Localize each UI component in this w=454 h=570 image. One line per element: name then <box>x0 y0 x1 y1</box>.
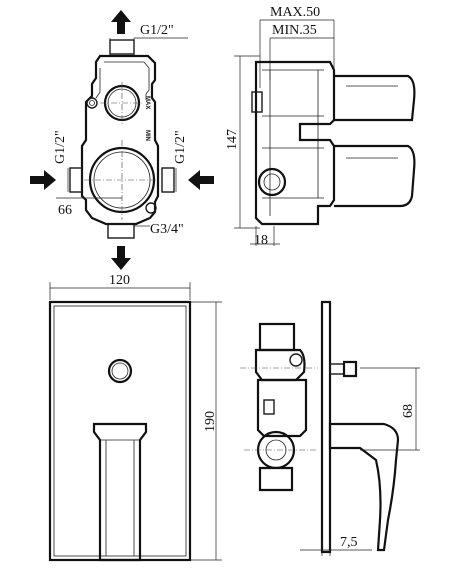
plate-front-view: 120 190 <box>48 273 222 562</box>
depth-18-label: 18 <box>254 233 268 248</box>
left-inlet-label: G1/2" <box>53 130 68 164</box>
plate-width-label: 120 <box>109 273 130 288</box>
valve-body-front-view: G1/2" MAX MIN <box>30 10 214 270</box>
valve-body-side-view: MAX.50 MIN.35 147 18 <box>225 5 416 248</box>
height-147-label: 147 <box>225 129 240 150</box>
max-mark: MAX <box>144 96 150 109</box>
arrow-up-icon <box>111 10 131 34</box>
max-depth-label: MAX.50 <box>270 5 320 20</box>
arrow-right-icon <box>30 170 56 190</box>
dim-66-label: 66 <box>58 203 72 218</box>
assembly-side-view: 68 7,5 <box>240 300 420 556</box>
arrow-down-icon <box>111 246 131 270</box>
top-inlet-label: G1/2" <box>140 23 174 38</box>
handle-offset-label: 68 <box>401 404 416 418</box>
outlet-label: G3/4" <box>150 222 184 237</box>
plate-thickness-label: 7,5 <box>340 535 358 550</box>
plate-height-label: 190 <box>203 411 218 432</box>
min-depth-label: MIN.35 <box>272 23 317 38</box>
min-mark: MIN <box>144 130 150 141</box>
right-inlet-label: G1/2" <box>173 130 188 164</box>
arrow-left-icon <box>188 170 214 190</box>
